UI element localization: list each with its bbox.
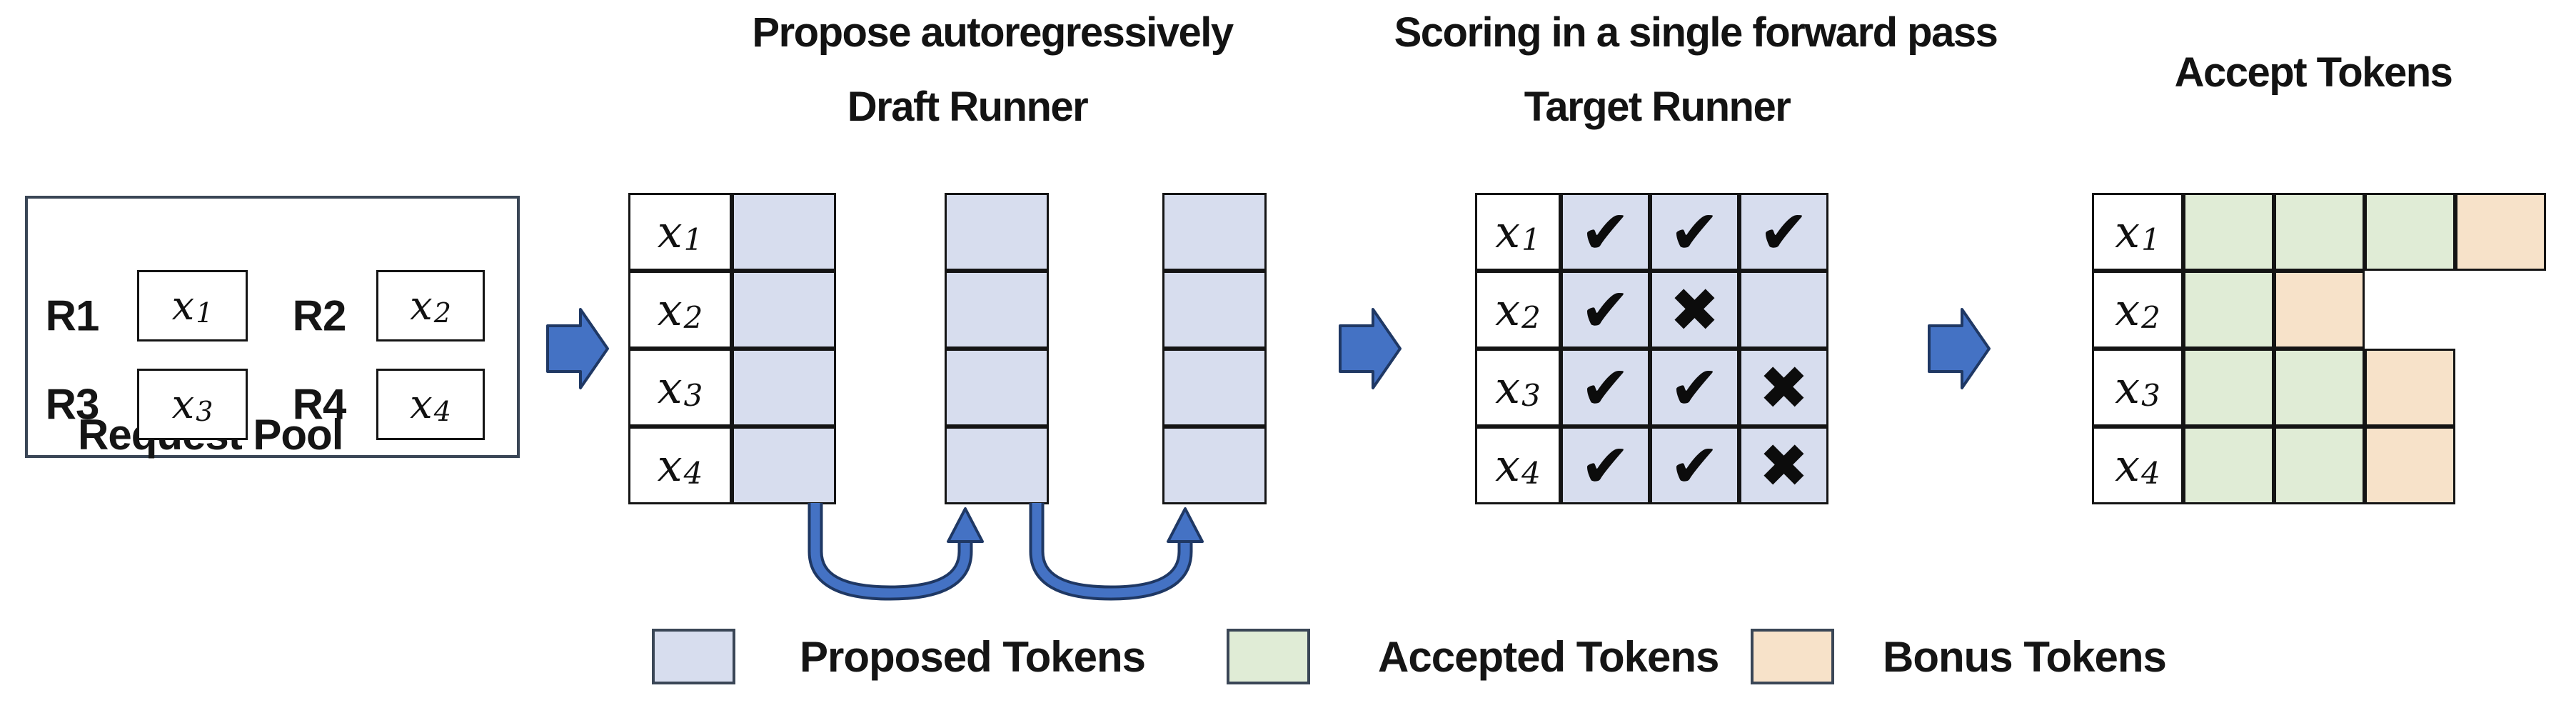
accept-cell [2274,271,2365,349]
score-cell: ✔ [1561,271,1650,349]
proposed-token-cell [732,271,836,349]
score-cell: ✔ [1650,349,1739,427]
score-cell: ✔ [1561,349,1650,427]
accept-cell [2365,193,2455,271]
draft-row-label-x2: x2 [628,271,732,349]
header-scoring-single-pass: Scoring in a single forward pass [1394,9,1998,56]
request-label-r1: R1 [45,291,100,340]
legend-label-proposed: Proposed Tokens [800,632,1146,681]
proposed-token-cell [945,193,1049,271]
accept-cell [2455,193,2546,271]
request-token-x3: x3 [137,369,248,440]
proposed-token-cell [732,349,836,427]
accept-row-label-x3: x3 [2092,349,2183,427]
draft-row-label-x1: x1 [628,193,732,271]
score-cell [1739,271,1828,349]
score-cell: ✔ [1739,193,1828,271]
request-token-x2: x2 [376,270,485,341]
loop-arrow-icon [1029,503,1193,601]
accept-row-x4: x4 [2092,427,2455,504]
accept-cell [2183,427,2274,504]
accept-cell [2274,349,2365,427]
score-cell: ✔ [1561,427,1650,504]
math-x1: x1 [171,282,213,329]
score-cell: ✔ [1650,427,1739,504]
header-propose-autoregressively: Propose autoregressively [752,9,1234,56]
flow-arrow-icon [1928,308,1991,389]
target-row-label-x4: x4 [1475,427,1561,504]
accept-row-label-x4: x4 [2092,427,2183,504]
loop-arrow-icon [1032,503,1190,598]
accept-cell [2183,349,2274,427]
target-row-label-x1: x1 [1475,193,1561,271]
header-accept-tokens: Accept Tokens [2174,49,2453,96]
accept-row-label-x2: x2 [2092,271,2183,349]
proposed-token-cell [1162,349,1267,427]
loop-arrow-icon [810,503,970,598]
target-runner-grid: x1 ✔ ✔ ✔ x2 ✔ ✖ x3 ✔ ✔ ✖ x4 ✔ ✔ ✖ [1475,193,1828,504]
header-target-runner: Target Runner [1524,84,1791,130]
legend-label-accepted: Accepted Tokens [1378,632,1719,681]
legend-swatch-bonus [1751,629,1834,684]
proposed-token-cell [1162,271,1267,349]
score-cell: ✖ [1739,427,1828,504]
request-token-x1: x1 [137,270,248,341]
math-x3: x3 [171,381,213,428]
score-cell: ✔ [1561,193,1650,271]
accept-row-x1: x1 [2092,193,2546,271]
draft-iteration-column-2 [945,193,1049,504]
request-token-x4: x4 [376,369,485,440]
math-x2: x2 [410,282,451,329]
legend-label-bonus: Bonus Tokens [1883,632,2167,681]
proposed-token-cell [945,271,1049,349]
request-label-r3: R3 [45,380,100,429]
target-row-label-x3: x3 [1475,349,1561,427]
request-label-r4: R4 [292,380,347,429]
loop-arrowhead-icon [1167,507,1204,543]
draft-iteration-column-3 [1162,193,1267,504]
accept-cell [2183,193,2274,271]
loop-arrowhead-icon [947,507,984,543]
proposed-token-cell [1162,193,1267,271]
accept-cell [2365,349,2455,427]
score-cell: ✖ [1650,271,1739,349]
accept-row-label-x1: x1 [2092,193,2183,271]
flow-arrow-icon [1339,308,1402,389]
proposed-token-cell [945,349,1049,427]
score-cell: ✖ [1739,349,1828,427]
accept-cell [2274,193,2365,271]
accept-cell [2365,427,2455,504]
draft-row-label-x4: x4 [628,427,732,504]
loop-arrow-icon [807,503,973,601]
proposed-token-cell [732,427,836,504]
accept-row-x2: x2 [2092,271,2365,349]
draft-row-label-x3: x3 [628,349,732,427]
proposed-token-cell [1162,427,1267,504]
proposed-token-cell [732,193,836,271]
request-label-r2: R2 [292,291,347,340]
flow-arrow-icon [546,308,609,389]
draft-runner-table: x1 x2 x3 x4 [628,193,836,504]
accept-row-x3: x3 [2092,349,2455,427]
legend-swatch-accepted [1227,629,1310,684]
math-x4: x4 [410,381,451,428]
accept-cell [2183,271,2274,349]
score-cell: ✔ [1650,193,1739,271]
accept-cell [2274,427,2365,504]
legend-swatch-proposed [652,629,735,684]
header-draft-runner: Draft Runner [847,84,1089,130]
proposed-token-cell [945,427,1049,504]
target-row-label-x2: x2 [1475,271,1561,349]
